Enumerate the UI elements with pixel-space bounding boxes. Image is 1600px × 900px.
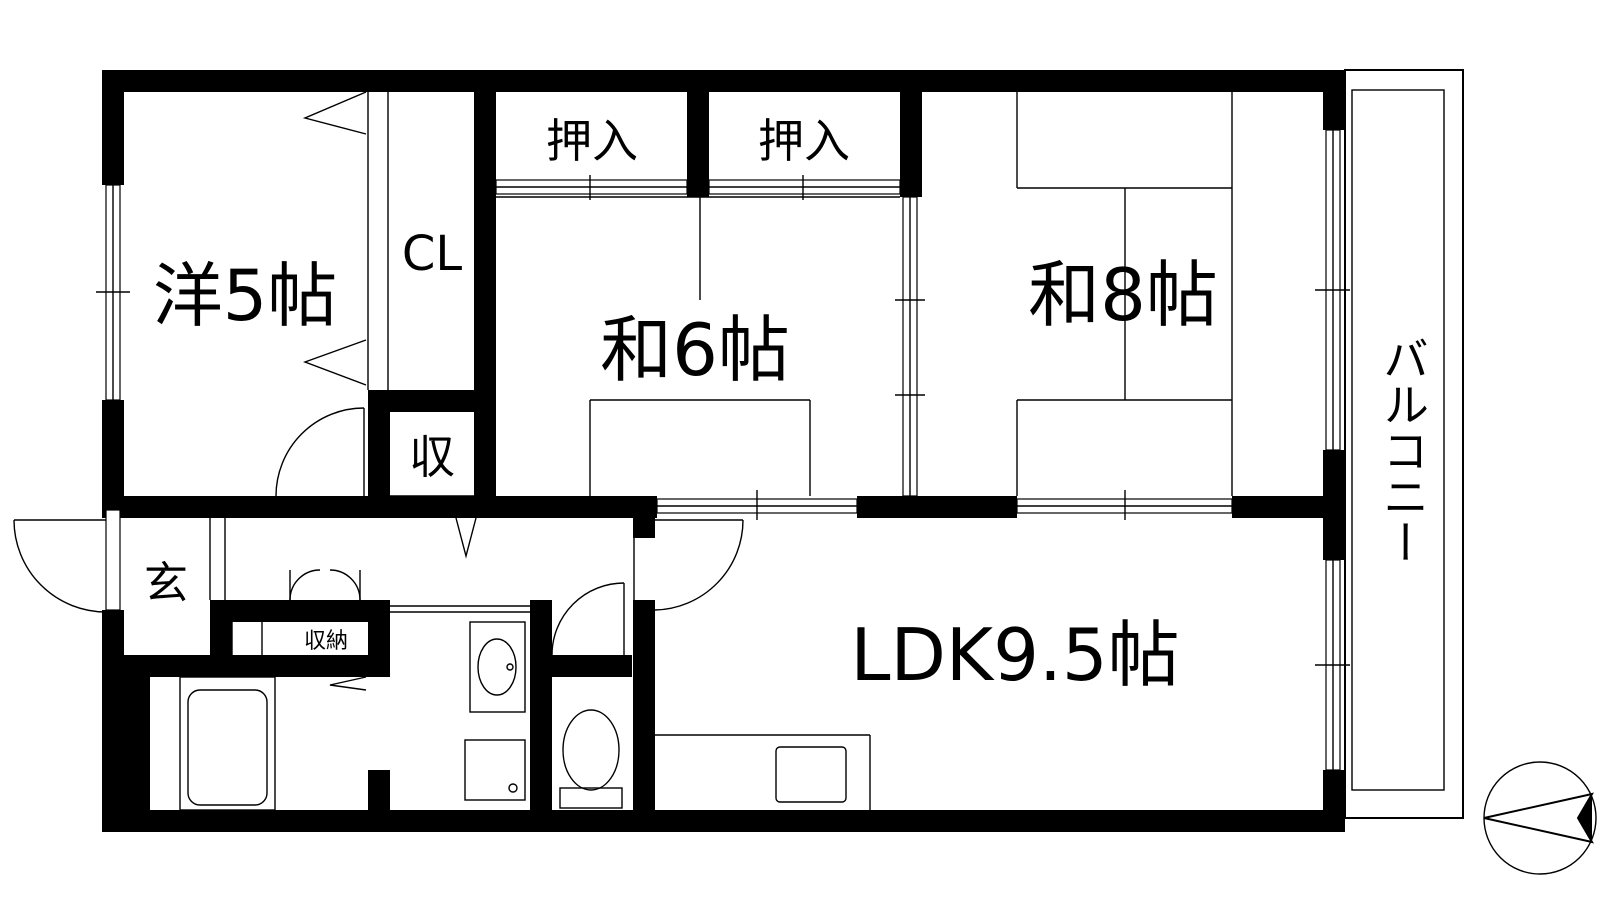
entrance-label: 玄 <box>144 558 188 609</box>
tatami-8 <box>1016 92 1233 496</box>
closet-label: CL <box>402 226 463 282</box>
japanese-room-6-label: 和6帖 <box>600 308 790 392</box>
outer-walls <box>102 70 1345 832</box>
closet-area <box>302 91 389 390</box>
storage-small-label: 収納 <box>304 629 348 654</box>
doors <box>13 407 744 691</box>
toilet-icon <box>559 709 623 809</box>
storage-label: 収 <box>409 430 455 484</box>
interior-walls <box>102 92 1345 832</box>
washbasin-icon <box>464 621 526 801</box>
western-room-label: 洋5帖 <box>153 255 338 337</box>
japanese-room-8-label: 和8帖 <box>1028 253 1218 337</box>
compass-icon <box>1483 761 1597 875</box>
bathtub-icon <box>179 676 276 811</box>
oshiire-left-label: 押入 <box>546 114 638 168</box>
windows <box>96 129 1350 771</box>
tatami-6 <box>496 196 900 496</box>
balcony-label: バルコニー <box>1376 335 1430 565</box>
balcony <box>1344 69 1464 819</box>
oshiire-right-label: 押入 <box>758 114 850 168</box>
ldk-label: LDK9.5帖 <box>850 613 1179 697</box>
hall-lines <box>209 518 871 810</box>
sink-icon <box>775 746 847 803</box>
